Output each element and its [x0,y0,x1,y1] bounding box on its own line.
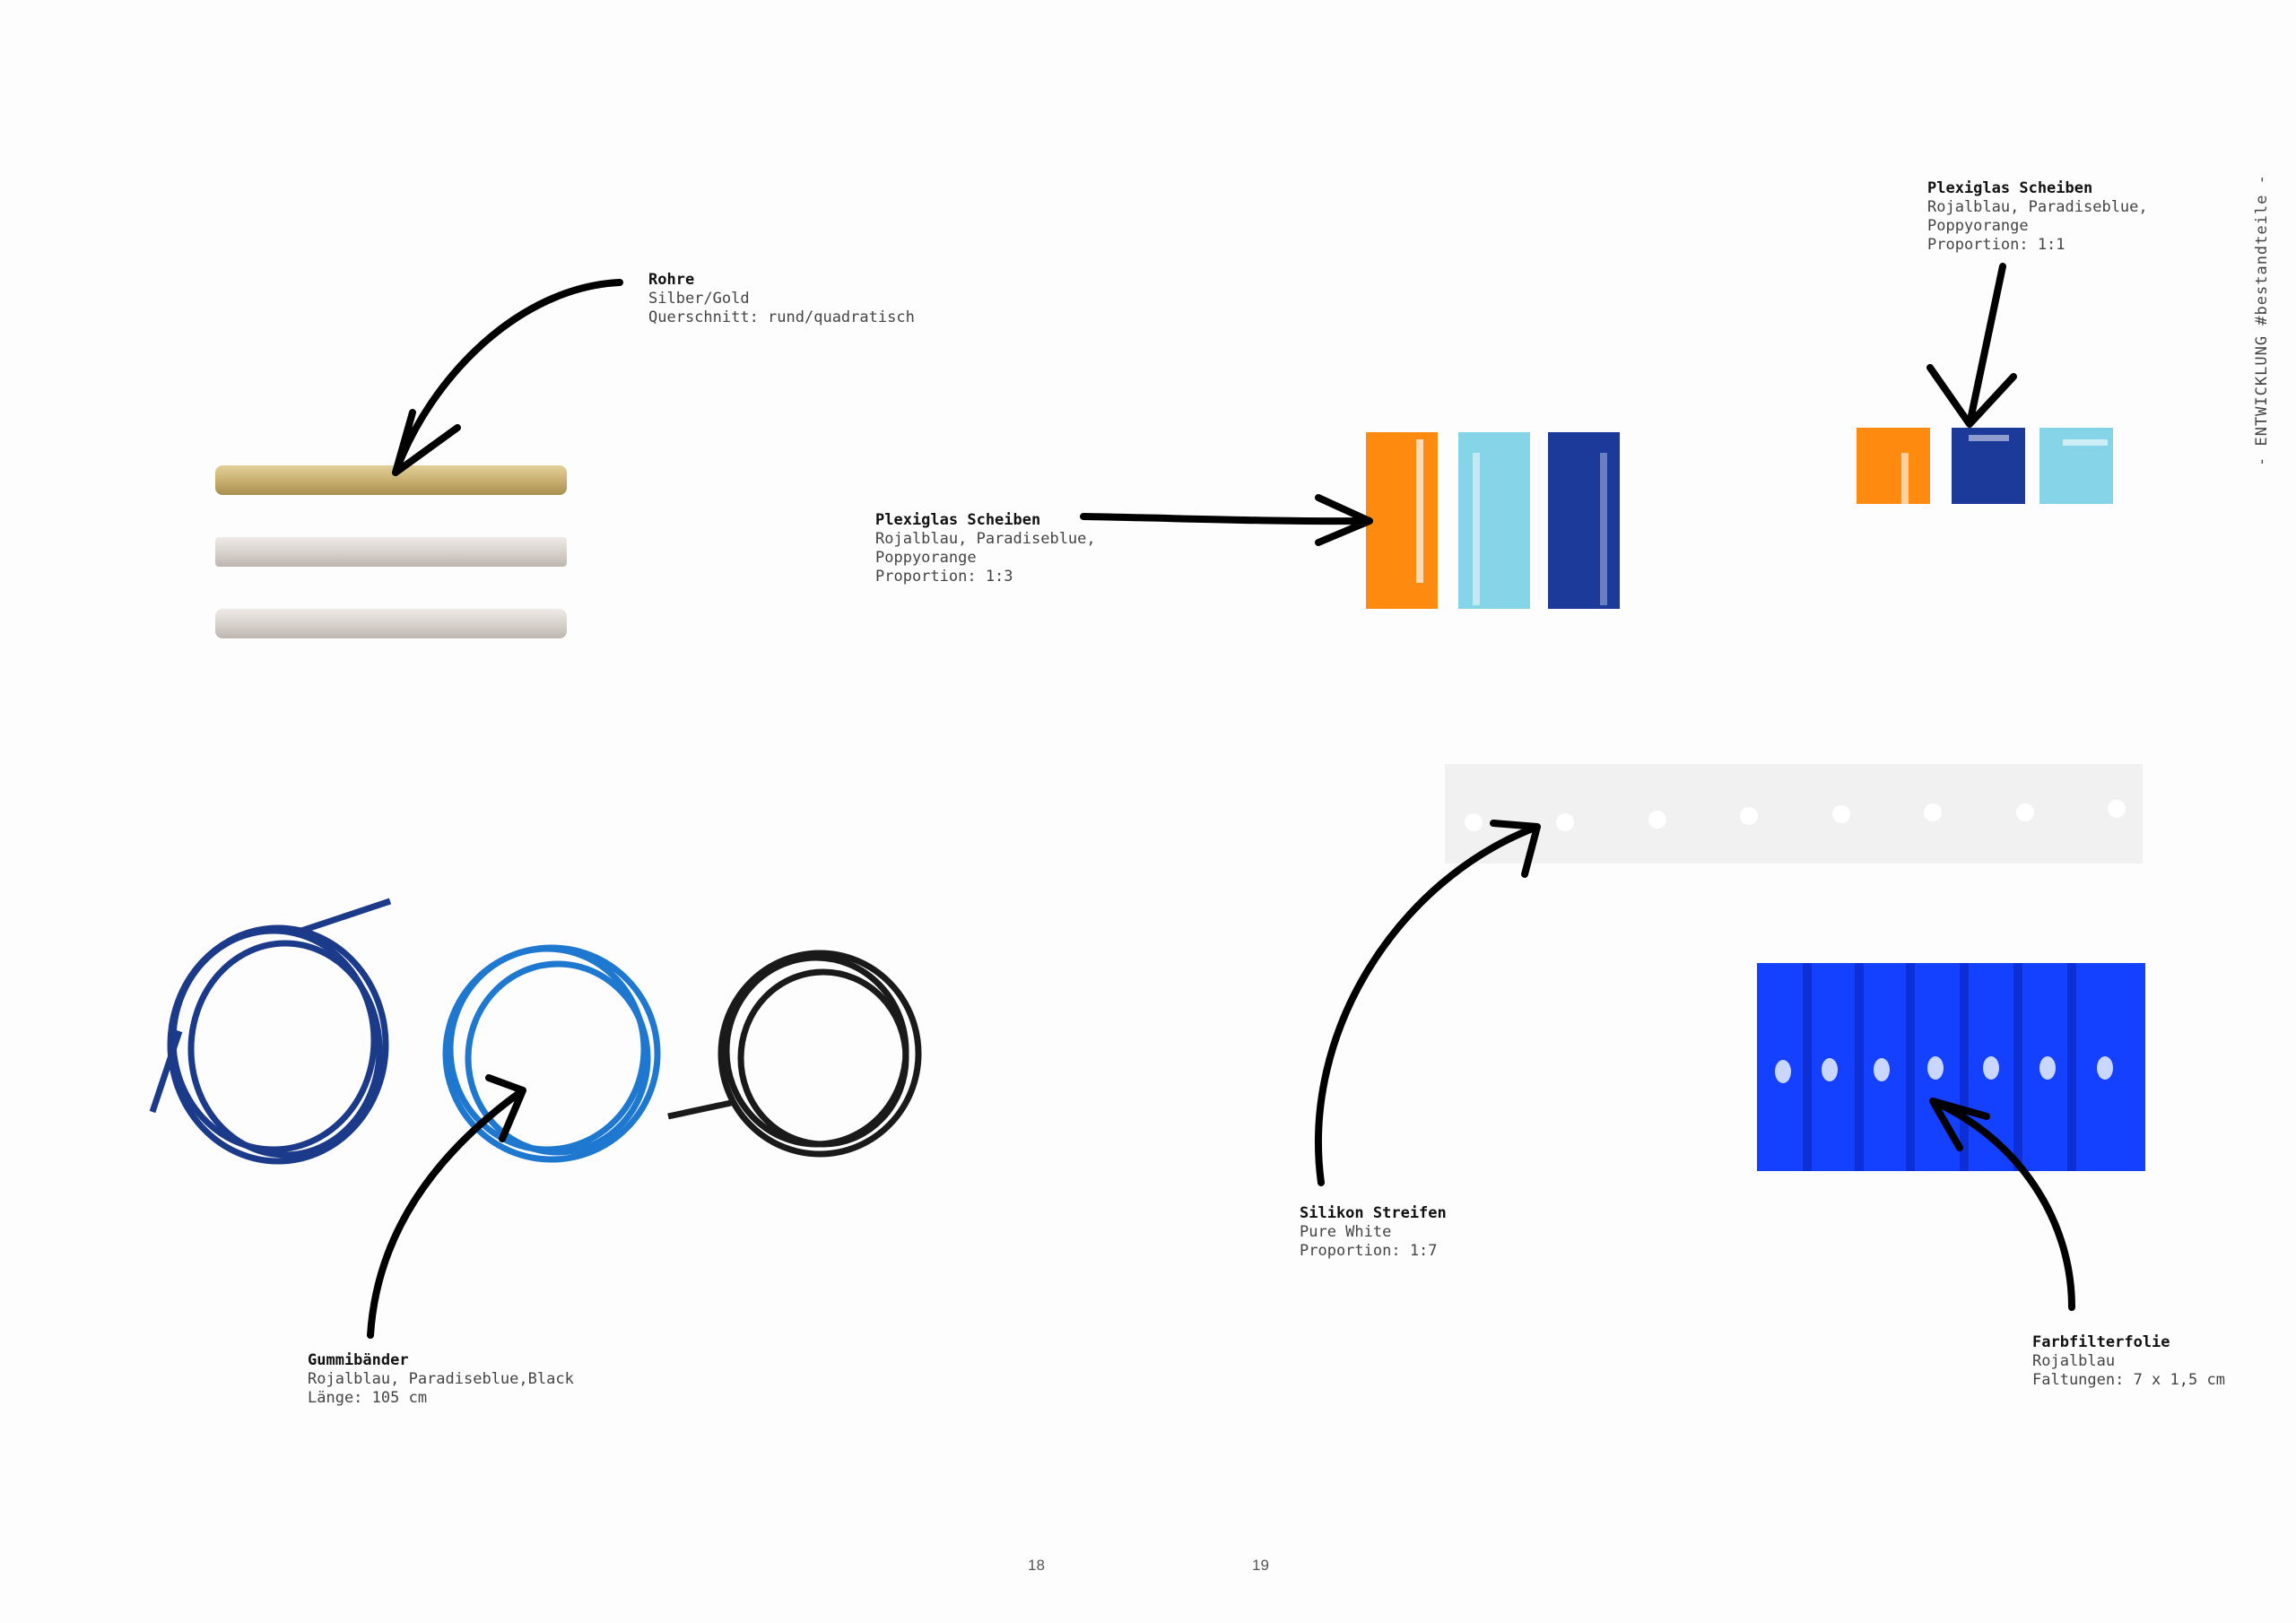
plexiglas-1-3-photo [1366,432,1620,609]
label-plexiglas-1-1: Plexiglas Scheiben Rojalblau, Paradisebl… [1927,179,2148,254]
arrow-farbfilter [1929,1098,2075,1311]
arrow-plexi-1-1 [1926,263,2017,428]
arrow-rohre [392,279,623,476]
label-gummibaender: Gummibänder Rojalblau, Paradiseblue,Blac… [308,1351,574,1407]
arrow-gummi [367,1074,526,1339]
page-number-left: 18 [1028,1557,1045,1574]
tubes-photo [215,465,567,638]
label-farbfilterfolie: Farbfilterfolie Rojalblau Faltungen: 7 x… [2032,1333,2225,1389]
arrow-plexi-1-3 [1080,494,1373,546]
silver-tube [215,609,567,638]
silver-tube [215,537,567,567]
page-number-right: 19 [1252,1557,1269,1574]
label-plexiglas-1-3: Plexiglas Scheiben Rojalblau, Paradisebl… [875,511,1096,586]
gold-tube [215,465,567,495]
silicone-strip-photo [1445,764,2143,864]
elastic-cords-photo [149,898,922,1165]
label-silikon: Silikon Streifen Pure White Proportion: … [1300,1204,1447,1260]
section-title-vertical: - ENTWICKLUNG #bestandteile - [2253,174,2271,466]
arrows [367,263,2075,1339]
label-rohre: Rohre Silber/Gold Querschnitt: rund/quad… [648,271,915,326]
plexiglas-1-1-photo [1857,428,2113,504]
arrow-silikon [1314,820,1541,1186]
